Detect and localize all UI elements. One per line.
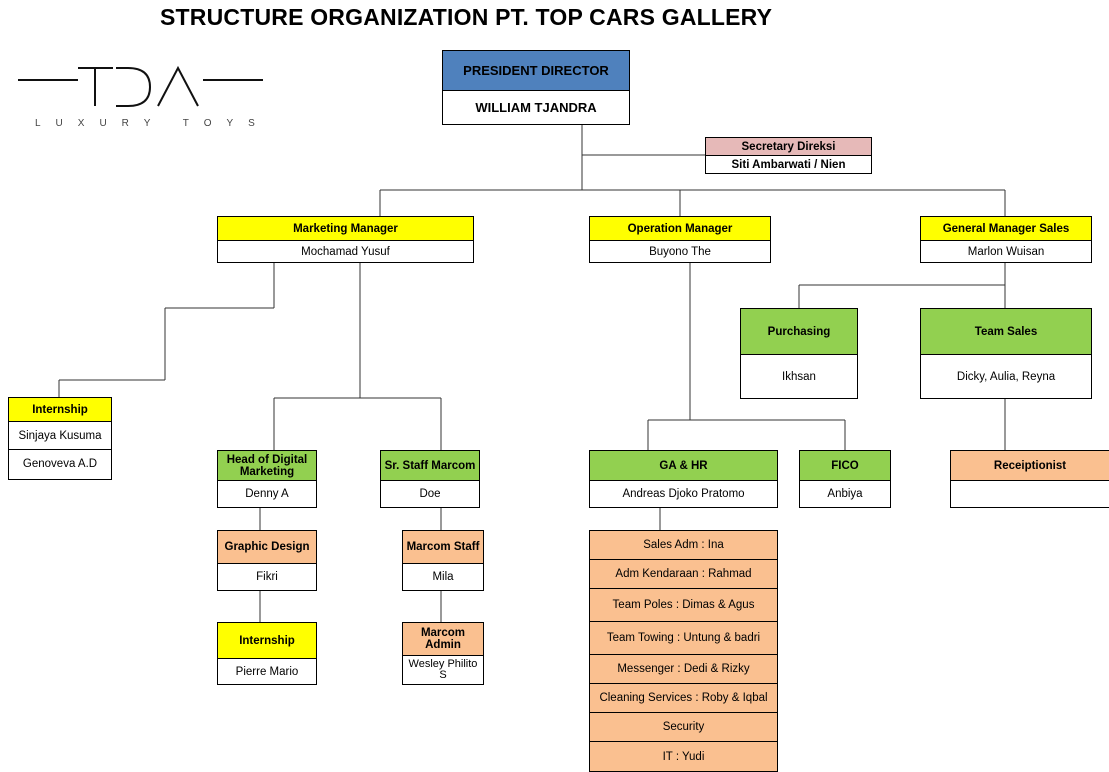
president-role: PRESIDENT DIRECTOR (443, 51, 629, 91)
sr-staff-marcom-box: Sr. Staff Marcom Doe (380, 450, 480, 508)
list-item: Cleaning Services : Roby & Iqbal (590, 684, 777, 713)
secretary-name: Siti Ambarwati / Nien (731, 158, 846, 171)
internship-digital-name: Pierre Mario (235, 665, 299, 678)
team-sales-role: Team Sales (921, 309, 1091, 355)
marcom-admin-role: Marcom Admin (403, 623, 483, 656)
fico-box: FICO Anbiya (799, 450, 891, 508)
list-item: Security (590, 713, 777, 742)
purchasing-name: Ikhsan (782, 370, 816, 383)
internship-left-name-2: Genoveva A.D (22, 458, 98, 470)
marcom-staff-name: Mila (432, 571, 454, 583)
gm-sales-role: General Manager Sales (921, 217, 1091, 241)
fico-role: FICO (800, 451, 890, 481)
president-director-box: PRESIDENT DIRECTOR WILLIAM TJANDRA (442, 50, 630, 125)
secretary-role: Secretary Direksi (706, 138, 871, 156)
sr-staff-marcom-role: Sr. Staff Marcom (381, 451, 479, 481)
page-title: STRUCTURE ORGANIZATION PT. TOP CARS GALL… (160, 4, 773, 30)
marcom-admin-name: Wesley Philito S (408, 658, 478, 681)
team-sales-name: Dicky, Aulia, Reyna (956, 370, 1056, 383)
head-digital-name: Denny A (245, 488, 289, 500)
marketing-manager-role: Marketing Manager (218, 217, 473, 241)
internship-digital-role: Internship (218, 623, 316, 659)
graphic-design-box: Graphic Design Fikri (217, 530, 317, 591)
internship-digital-box: Internship Pierre Mario (217, 622, 317, 685)
operation-manager-box: Operation Manager Buyono The (589, 216, 771, 263)
ga-hr-role: GA & HR (590, 451, 777, 481)
purchasing-box: Purchasing Ikhsan (740, 308, 858, 399)
president-name: WILLIAM TJANDRA (475, 99, 597, 115)
logo-tagline: LUXURY TOYS (35, 118, 268, 129)
operation-manager-role: Operation Manager (590, 217, 770, 241)
ga-hr-name: Andreas Djoko Pratomo (622, 488, 745, 500)
receptionist-box: Receiptionist (950, 450, 1109, 508)
list-item: Team Poles : Dimas & Agus (590, 589, 777, 622)
marcom-admin-box: Marcom Admin Wesley Philito S (402, 622, 484, 685)
graphic-design-name: Fikri (256, 571, 278, 583)
marcom-staff-role: Marcom Staff (403, 531, 483, 564)
marcom-staff-box: Marcom Staff Mila (402, 530, 484, 591)
purchasing-role: Purchasing (741, 309, 857, 355)
ga-staff-list: Sales Adm : Ina Adm Kendaraan : Rahmad T… (589, 530, 778, 772)
team-sales-box: Team Sales Dicky, Aulia, Reyna (920, 308, 1092, 399)
gm-sales-box: General Manager Sales Marlon Wuisan (920, 216, 1092, 263)
list-item: Messenger : Dedi & Rizky (590, 655, 777, 684)
list-item: Adm Kendaraan : Rahmad (590, 560, 777, 589)
sr-staff-marcom-name: Doe (419, 488, 441, 500)
head-digital-marketing-box: Head of Digital Marketing Denny A (217, 450, 317, 508)
internship-left-role: Internship (9, 398, 111, 422)
operation-manager-name: Buyono The (649, 245, 711, 258)
marketing-manager-name: Mochamad Yusuf (301, 245, 390, 258)
internship-left-name-1: Sinjaya Kusuma (9, 422, 111, 450)
ga-hr-box: GA & HR Andreas Djoko Pratomo (589, 450, 778, 508)
list-item: Team Towing : Untung & badri (590, 622, 777, 655)
receptionist-role: Receiptionist (951, 451, 1109, 481)
receptionist-name (951, 481, 1109, 507)
gm-sales-name: Marlon Wuisan (967, 245, 1045, 258)
head-digital-role: Head of Digital Marketing (218, 451, 316, 481)
secretary-box: Secretary Direksi Siti Ambarwati / Nien (705, 137, 872, 174)
marketing-manager-box: Marketing Manager Mochamad Yusuf (217, 216, 474, 263)
list-item: Sales Adm : Ina (590, 531, 777, 560)
internship-left-box: Internship Sinjaya Kusuma Genoveva A.D (8, 397, 112, 480)
company-logo: LUXURY TOYS (18, 65, 268, 129)
fico-name: Anbiya (827, 488, 863, 500)
graphic-design-role: Graphic Design (218, 531, 316, 564)
list-item: IT : Yudi (590, 742, 777, 771)
